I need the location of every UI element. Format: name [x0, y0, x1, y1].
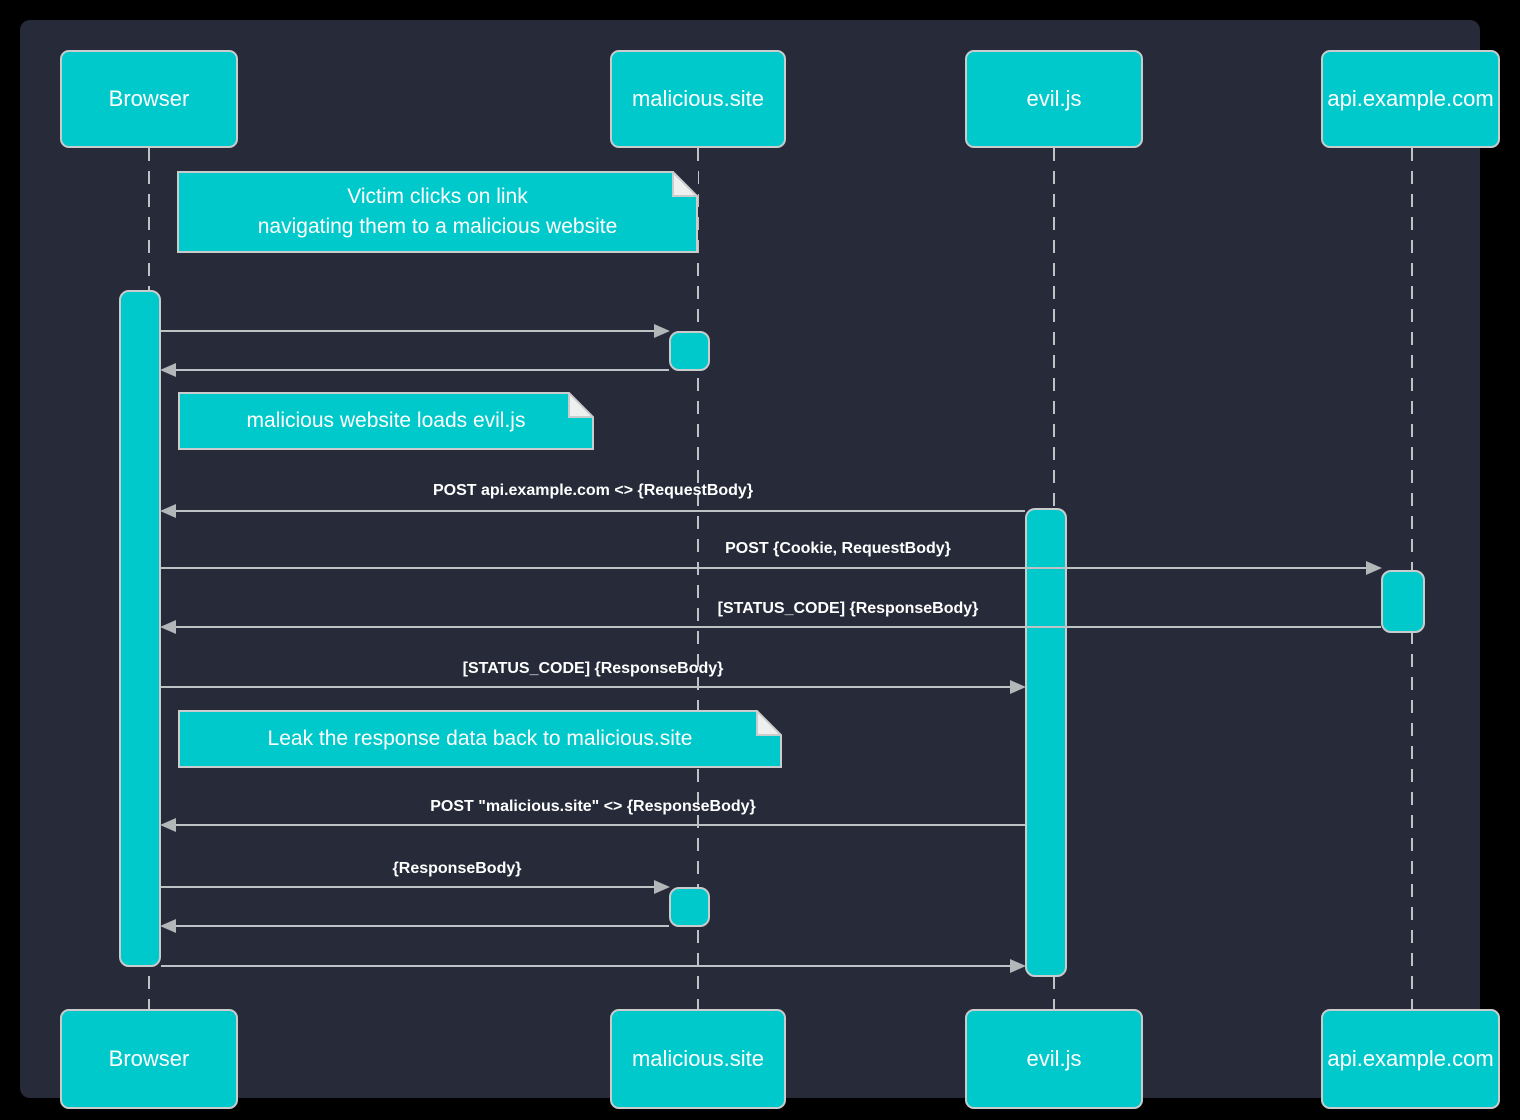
activation-malicious-site-1 [669, 331, 710, 371]
message-line [161, 965, 1013, 967]
message-line [161, 567, 1369, 569]
message-line [173, 510, 1025, 512]
message-label-status-response1: [STATUS_CODE] {ResponseBody} [717, 600, 979, 617]
activation-malicious-site-2 [669, 887, 710, 927]
arrowhead-left-icon [160, 818, 176, 832]
arrowhead-right-icon [654, 880, 670, 894]
note-fold-icon [672, 171, 698, 197]
note-fold-icon [568, 392, 594, 418]
note-victim-clicks-link: Victim clicks on link navigating them to… [177, 171, 698, 253]
arrowhead-left-icon [160, 504, 176, 518]
message-arrow-2 [160, 363, 669, 377]
activation-browser [119, 290, 161, 967]
message-arrow-4 [161, 561, 1382, 575]
actor-label: Browser [108, 86, 190, 111]
message-label-post-api: POST api.example.com <> {RequestBody} [432, 482, 754, 499]
message-arrow-1 [161, 324, 670, 338]
message-arrow-9 [160, 919, 669, 933]
message-arrow-6 [161, 680, 1026, 694]
message-line [161, 686, 1013, 688]
lifeline-malicious-site [697, 148, 699, 1009]
note-fold-icon [756, 710, 782, 736]
message-label-post-malicious: POST "malicious.site" <> {ResponseBody} [430, 798, 756, 815]
message-label-post-cookie: POST {Cookie, RequestBody} [725, 540, 951, 557]
message-arrow-3 [160, 504, 1025, 518]
note-text-line: Leak the response data back to malicious… [267, 727, 693, 750]
note-text-line: navigating them to a malicious website [257, 215, 618, 238]
arrowhead-right-icon [1010, 959, 1026, 973]
diagram-canvas: Victim clicks on link navigating them to… [20, 20, 1500, 1109]
arrowhead-left-icon [160, 620, 176, 634]
actor-label: malicious.site [631, 86, 765, 111]
actor-label: evil.js [1026, 86, 1082, 111]
activation-evil-js [1025, 508, 1067, 977]
actor-bottom-evil-js: evil.js [965, 1009, 1143, 1109]
note-text-line: Victim clicks on link [347, 185, 528, 208]
arrowhead-right-icon [654, 324, 670, 338]
actor-top-evil-js: evil.js [965, 50, 1143, 148]
message-arrow-7 [160, 818, 1025, 832]
arrowhead-right-icon [1010, 680, 1026, 694]
note-text-line: malicious website loads evil.js [246, 409, 526, 432]
arrowhead-left-icon [160, 363, 176, 377]
message-line [173, 369, 669, 371]
arrowhead-left-icon [160, 919, 176, 933]
actor-top-api-example-com: api.example.com [1321, 50, 1500, 148]
message-label-status-response2: [STATUS_CODE] {ResponseBody} [462, 660, 724, 677]
message-line [161, 886, 657, 888]
message-arrow-5 [160, 620, 1381, 634]
actor-top-browser: Browser [60, 50, 238, 148]
actor-label: api.example.com [1327, 86, 1494, 111]
note-leak-response-data: Leak the response data back to malicious… [178, 710, 782, 768]
message-arrow-8 [161, 880, 670, 894]
actor-label: evil.js [1026, 1046, 1082, 1071]
actor-label: api.example.com [1327, 1046, 1494, 1071]
actor-bottom-api-example-com: api.example.com [1321, 1009, 1500, 1109]
note-website-loads-eviljs: malicious website loads evil.js [178, 392, 594, 450]
activation-api-example-com [1381, 570, 1425, 633]
actor-label: malicious.site [631, 1046, 765, 1071]
actor-bottom-malicious-site: malicious.site [610, 1009, 786, 1109]
actor-label: Browser [108, 1046, 190, 1071]
message-label-responsebody: {ResponseBody} [392, 860, 522, 877]
message-line [173, 925, 669, 927]
message-line [161, 330, 657, 332]
message-arrow-10 [161, 959, 1026, 973]
actor-top-malicious-site: malicious.site [610, 50, 786, 148]
message-line [173, 626, 1381, 628]
message-line [173, 824, 1025, 826]
arrowhead-right-icon [1366, 561, 1382, 575]
actor-bottom-browser: Browser [60, 1009, 238, 1109]
